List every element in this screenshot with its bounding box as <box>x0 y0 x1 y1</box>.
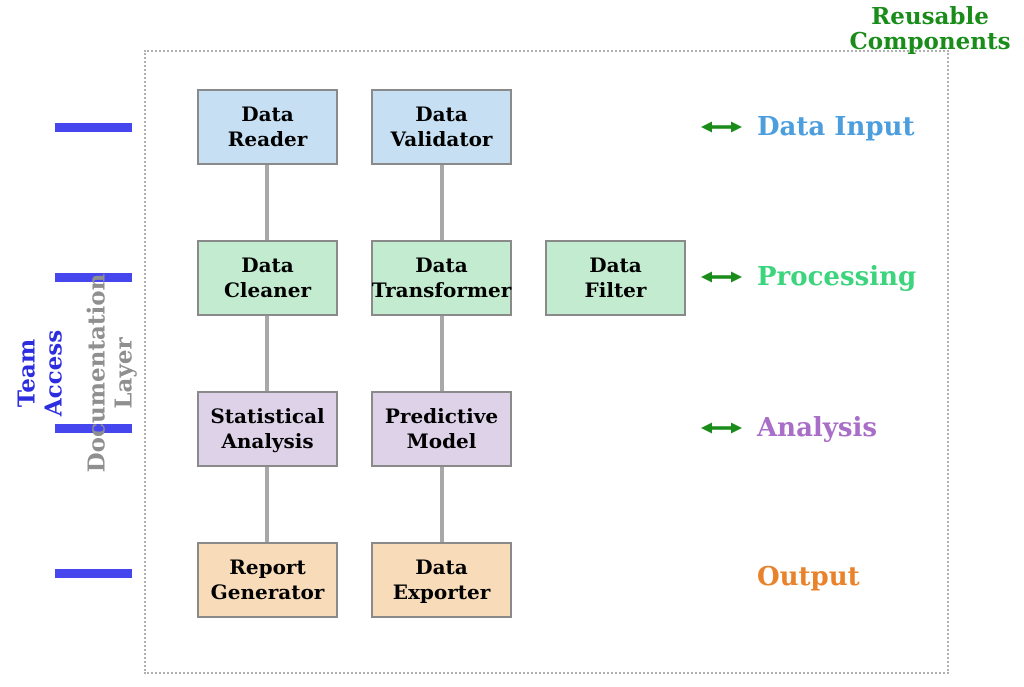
double-arrow-icon <box>701 121 742 133</box>
component-box-statistical-analysis: Statistical Analysis <box>197 391 338 467</box>
component-label: Statistical Analysis <box>210 404 325 453</box>
team-access-marker <box>55 273 132 282</box>
component-label: Data Exporter <box>392 555 491 604</box>
legend-item-data-input: Data Input <box>701 107 914 147</box>
team-access-label: Team Access <box>13 329 67 417</box>
double-arrow-icon <box>701 271 742 283</box>
connector-statistical-analysis-report-generator <box>265 464 269 544</box>
component-box-report-generator: Report Generator <box>197 542 338 618</box>
component-box-data-reader: Data Reader <box>197 89 338 165</box>
legend-label: Data Input <box>757 112 915 142</box>
legend-label: Processing <box>757 262 917 292</box>
component-box-data-validator: Data Validator <box>371 89 512 165</box>
legend-label: Output <box>757 562 860 592</box>
component-box-data-filter: Data Filter <box>545 240 686 316</box>
component-label: Report Generator <box>210 555 325 604</box>
component-box-data-exporter: Data Exporter <box>371 542 512 618</box>
connector-data-validator-data-transformer <box>440 162 444 242</box>
component-label: Predictive Model <box>384 404 499 453</box>
reusable-components-frame <box>144 50 949 674</box>
legend-item-processing: Processing <box>701 257 916 297</box>
connector-data-transformer-predictive-model <box>440 313 444 393</box>
component-box-predictive-model: Predictive Model <box>371 391 512 467</box>
double-arrow-icon <box>701 422 742 434</box>
team-access-marker <box>55 424 132 433</box>
component-label: Data Reader <box>227 102 308 151</box>
component-label: Data Filter <box>584 253 647 302</box>
component-box-data-cleaner: Data Cleaner <box>197 240 338 316</box>
team-access-marker <box>55 123 132 132</box>
team-access-marker <box>55 569 132 578</box>
frame-title: Reusable Components <box>849 3 1011 56</box>
component-label: Data Validator <box>390 102 493 151</box>
legend-item-output: Output <box>701 557 860 597</box>
component-box-data-transformer: Data Transformer <box>371 240 512 316</box>
legend-label: Analysis <box>757 413 878 443</box>
documentation-layer-label: Documentation Layer <box>83 273 137 473</box>
connector-data-cleaner-statistical-analysis <box>265 313 269 393</box>
component-label: Data Transformer <box>371 253 512 302</box>
connector-predictive-model-data-exporter <box>440 464 444 544</box>
connector-data-reader-data-cleaner <box>265 162 269 242</box>
component-label: Data Cleaner <box>223 253 311 302</box>
legend-item-analysis: Analysis <box>701 408 877 448</box>
